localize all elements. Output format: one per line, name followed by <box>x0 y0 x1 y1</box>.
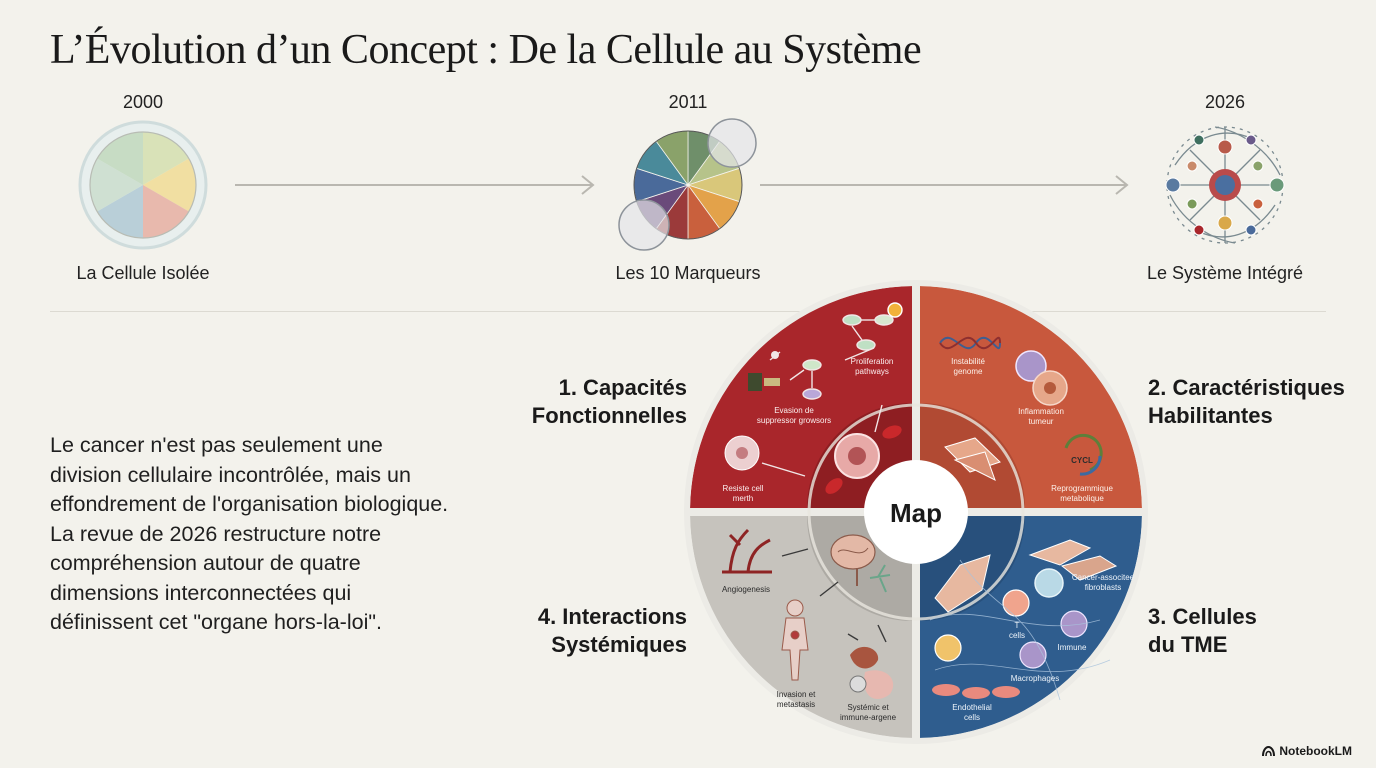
description-paragraph-2: La revue de 2026 restructure notre compr… <box>50 521 382 635</box>
system-node <box>1186 198 1198 210</box>
timeline-label-2026: Le Système Intégré <box>1146 263 1304 283</box>
receptor-icon <box>748 351 781 391</box>
dna-icon <box>939 336 1001 350</box>
system-node <box>1252 160 1264 172</box>
system-node <box>1186 160 1198 172</box>
system-node <box>1245 224 1257 236</box>
q3-label-immune: Immune <box>1058 643 1087 652</box>
brain-icon <box>830 534 891 593</box>
immune-cell-icon <box>1015 350 1068 406</box>
ten-hallmarks-icon <box>618 118 757 251</box>
system-node <box>1245 134 1257 146</box>
map-center-circle <box>864 460 968 564</box>
angiogenesis-icon <box>722 528 772 574</box>
system-node <box>1165 177 1181 193</box>
tme-cells-illustration <box>929 539 1118 701</box>
description: Le cancer n'est pas seulement une divisi… <box>50 431 450 638</box>
section-divider <box>50 311 1326 312</box>
integrated-system-icon <box>1165 126 1285 244</box>
notebooklm-logo-icon <box>1262 745 1276 756</box>
timeline-year-2026: 2026 <box>1204 92 1246 112</box>
description-paragraph-1: Le cancer n'est pas seulement une divisi… <box>50 433 449 516</box>
brand-name: NotebookLM <box>1279 744 1352 758</box>
connection-arrows <box>781 548 887 643</box>
timeline-label-2011: Les 10 Marqueurs <box>615 263 761 283</box>
quadrant-enabling-characteristics <box>920 286 1142 508</box>
system-node <box>1217 139 1233 155</box>
timeline-arrow-2 <box>760 175 1129 195</box>
signaling-pathway-icon <box>789 302 903 400</box>
q2-label-cycle: CYCL <box>1071 456 1093 465</box>
page-title: L’Évolution d’un Concept : De la Cellule… <box>50 27 922 73</box>
human-body-icon <box>781 599 809 681</box>
system-node <box>1193 224 1205 236</box>
isolated-cell-icon <box>78 120 208 250</box>
q3-label-macrophages: Macrophages <box>1011 674 1059 683</box>
system-node <box>1193 134 1205 146</box>
map-center-label: Map <box>890 498 942 528</box>
tumor-cell-icon <box>825 404 902 494</box>
system-node <box>1217 215 1233 231</box>
timeline-year-2000: 2000 <box>122 92 164 112</box>
system-node <box>1252 198 1264 210</box>
timeline <box>78 118 1285 251</box>
timeline-year-2011: 2011 <box>668 92 708 112</box>
timeline-label-2000: La Cellule Isolée <box>76 263 210 283</box>
metabolic-cycle-icon <box>1064 433 1103 476</box>
timeline-arrow-1 <box>235 175 595 195</box>
fibroblast-icon <box>944 437 1001 482</box>
apoptosis-cell-icon <box>724 435 806 477</box>
q4-label-angiogenesis: Angiogenesis <box>722 585 770 594</box>
brand-watermark: NotebookLM <box>1262 744 1352 758</box>
system-node <box>1269 177 1285 193</box>
q1-label-proliferation-text: Proliferation <box>851 357 894 366</box>
organs-icon <box>849 646 894 699</box>
